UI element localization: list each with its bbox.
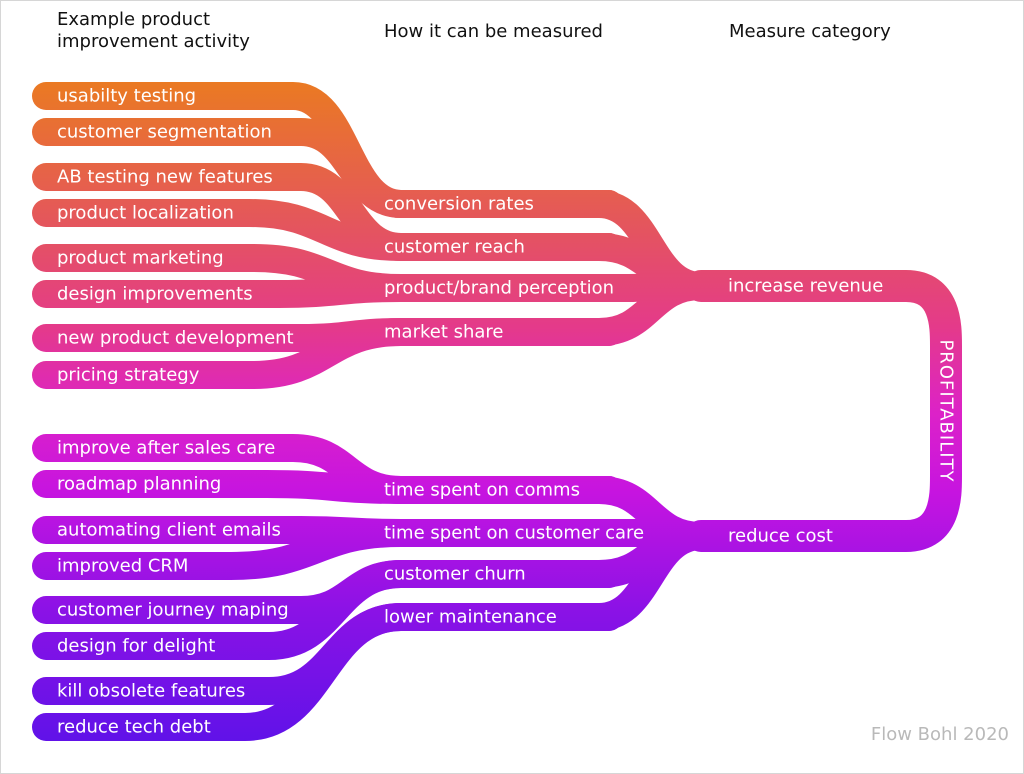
activity-label: pricing strategy	[57, 365, 200, 386]
activity-label: design for delight	[57, 636, 215, 657]
credit: Flow Bohl 2020	[870, 724, 1009, 745]
measure-label: lower maintenance	[384, 607, 557, 628]
measure-label: customer reach	[384, 237, 525, 258]
header-category: Measure category	[729, 21, 891, 42]
activity-ribbon	[32, 274, 645, 308]
measure-label: product/brand perception	[384, 278, 614, 299]
activity-label: AB testing new features	[57, 167, 273, 188]
activity-ribbon	[32, 118, 623, 218]
header-activity: Example product improvement activity	[57, 9, 250, 52]
activity-ribbon	[32, 603, 623, 741]
measure-label: conversion rates	[384, 194, 534, 215]
activity-label: roadmap planning	[57, 474, 221, 495]
activity-label: kill obsolete features	[57, 681, 245, 702]
activity-label: improve after sales care	[57, 438, 275, 459]
activity-label: customer segmentation	[57, 122, 272, 143]
measure-label: time spent on customer care	[384, 523, 644, 544]
activity-label: product marketing	[57, 248, 224, 269]
activity-label: design improvements	[57, 284, 253, 305]
header-measured: How it can be measured	[384, 21, 603, 42]
activity-label: product localization	[57, 203, 234, 224]
profitability-bracket	[685, 270, 962, 552]
flow-labels: usabilty testing customer segmentation AB …	[57, 86, 957, 738]
activity-label: customer journey maping	[57, 600, 289, 621]
measure-label: market share	[384, 322, 504, 343]
category-label: increase revenue	[728, 276, 883, 297]
activity-label: usabilty testing	[57, 86, 196, 107]
activity-ribbon	[32, 560, 623, 660]
activity-ribbon	[32, 199, 623, 261]
activity-ribbon	[32, 519, 663, 580]
category-label: reduce cost	[728, 526, 833, 547]
profitability-label: PROFITABILITY	[936, 339, 957, 482]
activity-label: automating client emails	[57, 520, 281, 541]
activity-label: reduce tech debt	[57, 717, 211, 738]
measure-label: customer churn	[384, 564, 526, 585]
flow-ribbons	[32, 82, 962, 741]
activity-ribbon	[32, 318, 623, 389]
activity-ribbon	[32, 470, 623, 504]
activity-label: new product development	[57, 328, 294, 349]
activity-label: improved CRM	[57, 556, 188, 577]
measure-label: time spent on comms	[384, 480, 580, 501]
